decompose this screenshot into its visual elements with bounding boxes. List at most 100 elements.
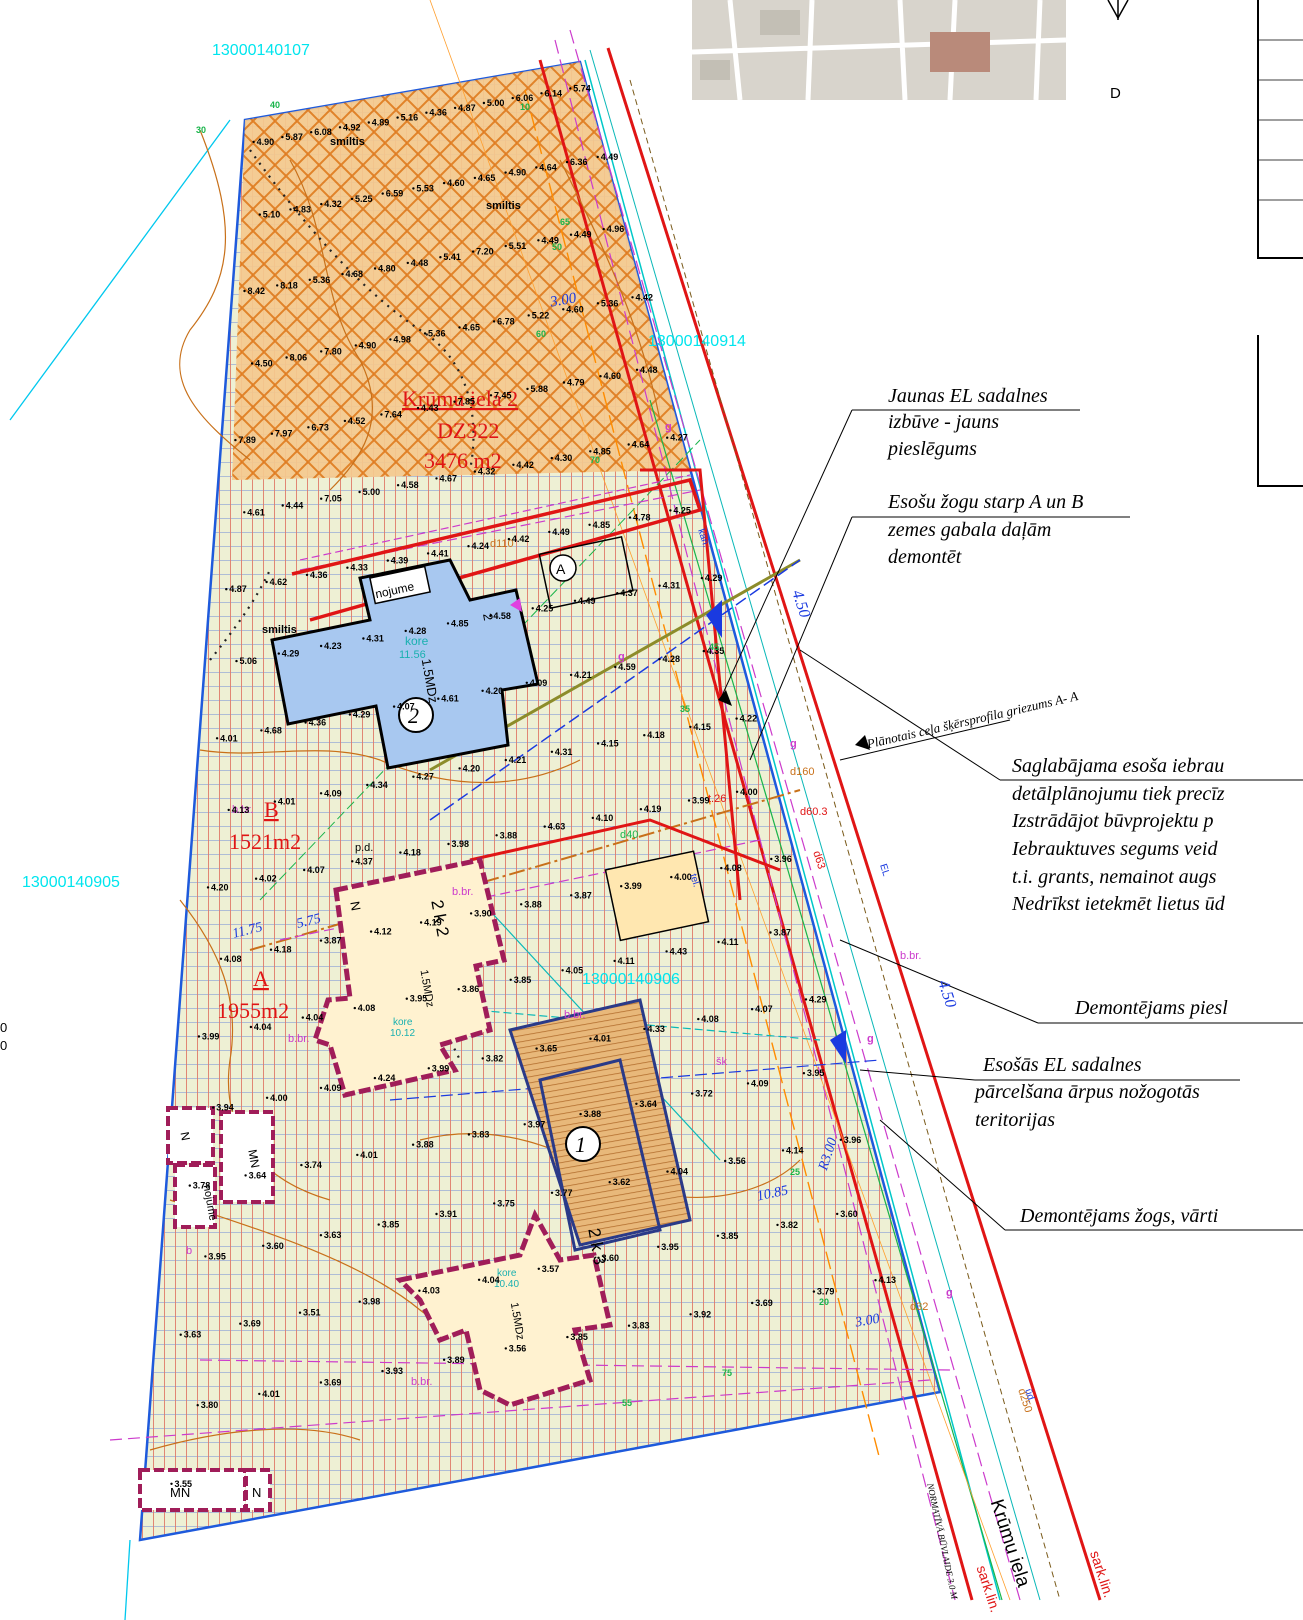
spot-height: 5.74: [573, 83, 591, 93]
spot-height: 3.63: [324, 1230, 342, 1240]
spot-height-point: [353, 1006, 356, 1010]
spot-height-point: [447, 842, 450, 846]
spot-height-point: [523, 1123, 526, 1126]
spot-height-point: [412, 775, 415, 778]
spot-height: 4.90: [359, 340, 377, 350]
spot-height-point: [751, 1301, 754, 1305]
spot-height-point: [504, 1347, 507, 1350]
spot-height-point: [550, 456, 553, 460]
spot-height-point: [635, 368, 639, 371]
contour-label: 10: [520, 102, 530, 112]
spot-height-point: [566, 1335, 569, 1339]
spot-height: 4.20: [486, 686, 504, 696]
spot-height-point: [687, 799, 691, 802]
spot-height-point: [260, 729, 263, 732]
spot-height: 4.08: [701, 1014, 719, 1024]
spot-height: 5.16: [401, 113, 419, 123]
contour-label: 45: [709, 642, 719, 652]
spot-height: 3.56: [509, 1343, 527, 1353]
spot-height: 3.87: [574, 890, 592, 900]
spot-height-point: [423, 332, 427, 335]
spot-height-point: [511, 96, 514, 100]
spot-height-point: [473, 470, 477, 473]
house-2k2: N 2 k 2 1.5MDz kore 10.12: [311, 857, 508, 1098]
main-area: 3476 m2: [424, 448, 502, 473]
spot-height: 3.69: [243, 1319, 261, 1329]
spot-height: 4.32: [324, 199, 342, 209]
spot-height-point: [658, 657, 661, 661]
spot-height: 3.95: [661, 1242, 679, 1252]
spot-height: 4.01: [278, 797, 296, 807]
spot-height-point: [320, 202, 323, 206]
spot-height-point: [481, 1057, 484, 1060]
contour-label: 50: [552, 242, 562, 252]
spot-height-point: [467, 545, 470, 548]
spot-height: 3.95: [208, 1251, 226, 1261]
spot-height: 3.98: [452, 839, 470, 849]
spot-height: 3.63: [184, 1330, 202, 1340]
spot-height-point: [689, 725, 692, 729]
spot-height-point: [258, 213, 261, 216]
spot-height-point: [319, 1381, 323, 1384]
spot-height: 4.36: [309, 718, 327, 728]
spot-height: 4.19: [644, 804, 662, 814]
spot-height-point: [658, 584, 661, 587]
spot-height-point: [381, 192, 384, 195]
spot-height: 4.08: [224, 954, 242, 964]
dim-450-b: 4.50: [934, 978, 959, 1010]
spot-height-point: [770, 857, 773, 861]
spot-height-point: [526, 387, 529, 391]
kore-value-k3: 10.40: [494, 1279, 519, 1290]
spot-height-point: [535, 166, 538, 169]
spot-height: 4.83: [294, 204, 312, 214]
spot-height-point: [562, 381, 566, 384]
spot-height: 3.60: [266, 1241, 284, 1251]
bbr-label-4: b.br.: [411, 1376, 432, 1388]
spot-height-point: [665, 950, 668, 953]
spot-height-point: [509, 978, 512, 981]
spot-height-point: [602, 227, 605, 231]
spot-height: 4.60: [447, 178, 465, 188]
spot-height-point: [416, 406, 420, 410]
spot-height: 3.97: [528, 1119, 546, 1129]
spot-height-point: [589, 1037, 592, 1040]
spot-height-point: [453, 106, 457, 110]
spot-height-point: [320, 350, 323, 353]
pipe-label-3: d60.3: [800, 806, 828, 818]
spot-height-point: [412, 187, 415, 190]
note1-line3: pieslēgums: [886, 438, 977, 460]
note5-line2: pārcelšana ārpus nožogotās: [973, 1081, 1200, 1103]
spot-height: 4.31: [663, 581, 681, 591]
garage-area: A: [538, 535, 710, 942]
spot-height-point: [750, 1008, 754, 1011]
spot-height-point: [235, 659, 238, 663]
spot-height-point: [579, 1112, 582, 1116]
spot-height-point: [269, 948, 273, 951]
spot-height: 3.94: [216, 1103, 234, 1113]
note4: Demontējams piesl: [1074, 997, 1228, 1019]
dim-1085: 10.85: [756, 1183, 790, 1204]
spot-height-point: [616, 592, 619, 595]
spot-height-point: [351, 860, 354, 863]
spot-height: 3.93: [386, 1366, 404, 1376]
spot-height: 4.43: [421, 403, 439, 413]
spot-height-point: [493, 1202, 496, 1205]
spot-height: 4.61: [441, 694, 459, 704]
spot-height: 4.18: [647, 730, 665, 740]
spot-height: 3.51: [303, 1308, 321, 1318]
building-2: 2 kore 11.56 1.5MDz 2 nojume: [270, 558, 540, 770]
spot-height: 4.78: [633, 513, 651, 523]
spot-height-point: [691, 1092, 694, 1095]
main-code: DZ322: [437, 418, 499, 443]
spot-height: 5.41: [443, 252, 461, 262]
spot-height-point: [589, 450, 592, 453]
spot-height: 3.60: [840, 1209, 858, 1219]
spot-height-point: [735, 717, 738, 720]
spot-height: 3.64: [249, 1170, 267, 1180]
pipe-label-4: d160: [790, 766, 814, 778]
g-label-5: g: [946, 1287, 953, 1299]
north-arrow-icon: [1107, 0, 1129, 20]
spot-height: 5.36: [313, 275, 331, 285]
spot-height: 4.31: [555, 747, 573, 757]
spot-height-point: [489, 614, 492, 618]
